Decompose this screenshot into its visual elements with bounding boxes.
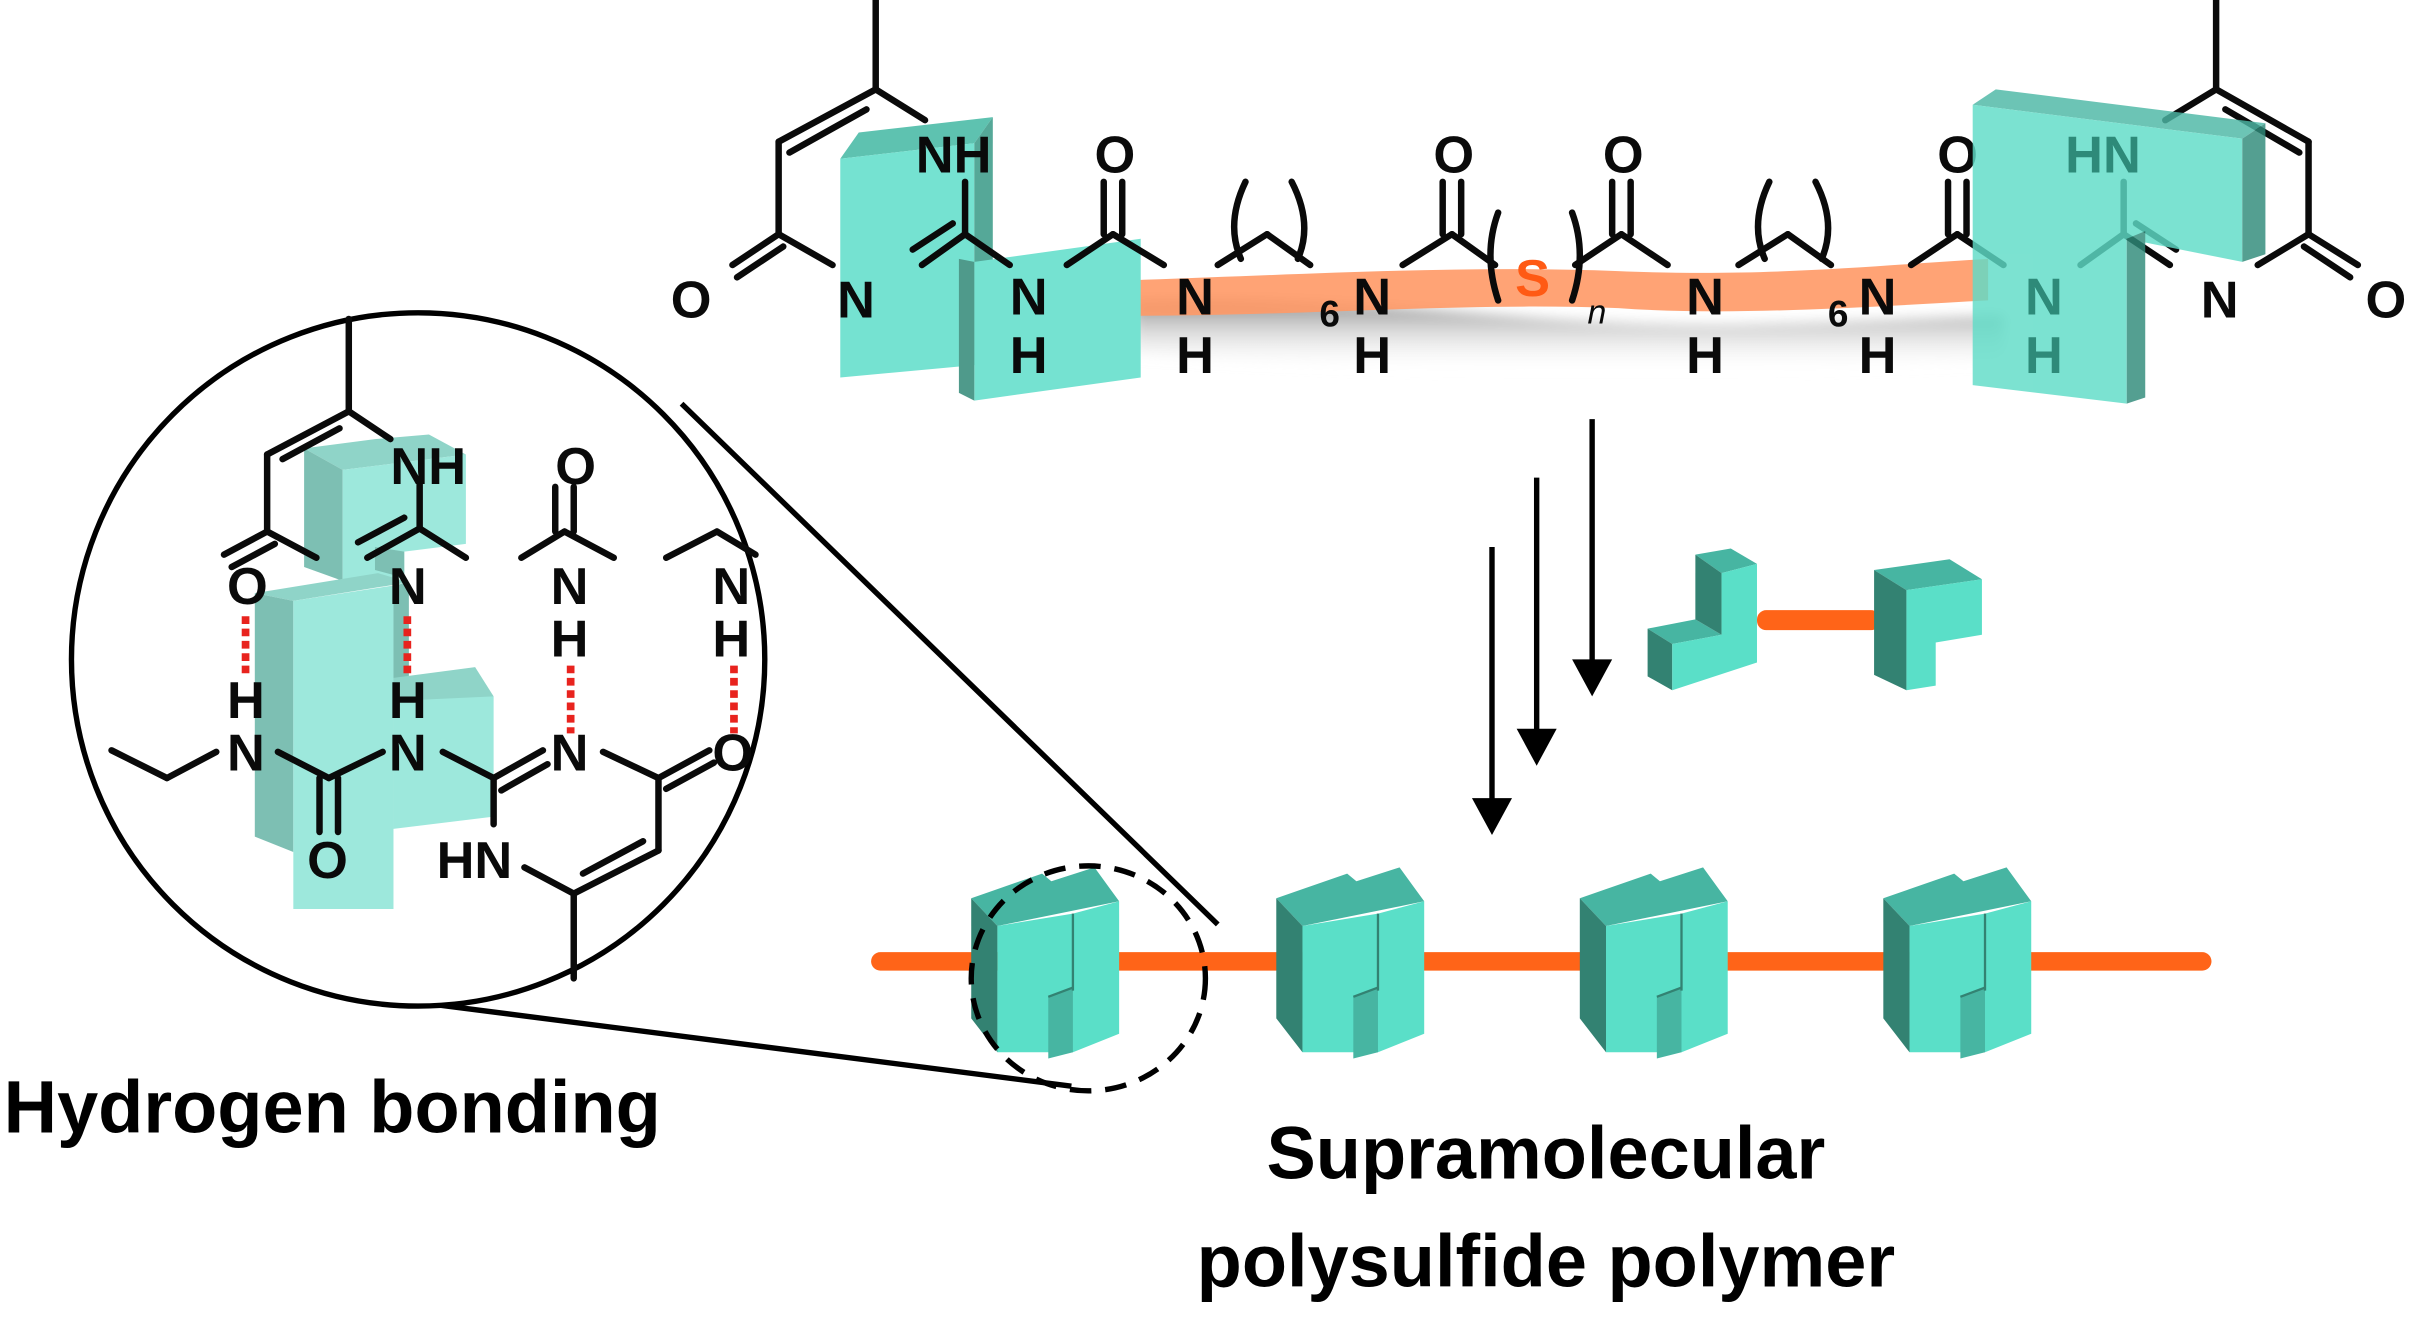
atom-n-4: N <box>1859 268 1897 326</box>
atom-n-1: N <box>1176 268 1214 326</box>
label-hydrogen-bonding: Hydrogen bonding <box>4 1065 661 1148</box>
block-face <box>1579 867 1728 926</box>
atom-o-urea-right: O <box>1937 127 1978 185</box>
atom-h-3: H <box>1686 327 1724 385</box>
atom-hn-ring-right: HN <box>2065 127 2141 185</box>
atom-o-left: O <box>671 271 712 329</box>
polysulfide-backbone <box>871 952 2212 971</box>
atom-h-1: H <box>1176 327 1214 385</box>
linker-shadow <box>1133 299 2004 373</box>
monomer-cartoon <box>1647 548 1982 691</box>
block-face <box>1353 987 1378 1059</box>
supramolecular-dimer-block <box>971 867 1120 1059</box>
block-face <box>1883 867 2032 926</box>
block-face <box>1985 901 2032 1053</box>
supramolecular-chain <box>871 863 2212 1094</box>
supramolecular-dimer-block <box>1579 867 1728 1059</box>
atom-n-3: N <box>1686 268 1724 326</box>
supramolecular-dimer-block <box>1883 867 2032 1059</box>
c-atom-o-bot-right: O <box>712 724 753 782</box>
zoom-line-upper <box>679 401 1220 927</box>
atom-n-urea-left: N <box>1010 268 1048 326</box>
c-atom-o-bot-urea: O <box>307 832 348 890</box>
supramolecular-dimer-block <box>1276 867 1425 1059</box>
linker-rod <box>1756 610 1881 631</box>
spacer-bonds <box>1214 178 2007 304</box>
atom-s-polysulfide: S <box>1515 250 1550 308</box>
c-atom-n-top-3: N <box>712 558 750 616</box>
hydrogen-bond-dashes <box>241 616 738 734</box>
block-face <box>1579 898 1606 1053</box>
subscript-6-right: 6 <box>1828 294 1849 335</box>
atom-n-2: N <box>1353 268 1391 326</box>
arrowhead-icon <box>1471 798 1513 836</box>
magnify-circle <box>68 310 768 1009</box>
block-face <box>1656 987 1682 1059</box>
c-atom-n-bot-1: N <box>227 724 265 782</box>
block-face <box>1276 898 1303 1053</box>
block-face <box>1072 901 1120 1053</box>
block-edge <box>1047 986 1074 998</box>
polysulfide-linker-band <box>1125 258 1989 316</box>
block-face <box>1048 987 1073 1059</box>
atom-o-amide-2: O <box>1603 127 1644 185</box>
atom-h-urea-right: H <box>2025 327 2063 385</box>
c-atom-n-bot-3: N <box>551 724 589 782</box>
block-face <box>1960 987 1986 1059</box>
upy-block-left <box>840 117 1141 401</box>
atom-h-2: H <box>1353 327 1391 385</box>
label-supramolecular: Supramolecular <box>1266 1112 1825 1195</box>
atom-nh-ring-left: NH <box>916 127 992 185</box>
magnify-region-dashed-circle <box>968 863 1209 1094</box>
block-face <box>971 867 1120 926</box>
upy-left-bonds <box>729 0 1168 281</box>
c-atom-hn-bot: HN <box>437 832 513 890</box>
c-atom-nh-top: NH <box>390 438 466 496</box>
atom-o-amide-1: O <box>1433 127 1474 185</box>
block-face <box>1377 901 1425 1053</box>
upy-block-right <box>1972 89 2266 404</box>
zoom-line-lower <box>434 1001 1072 1089</box>
assembly-arrows <box>1471 419 1613 836</box>
c-atom-h-top-3: H <box>712 610 750 668</box>
subscript-6-left: 6 <box>1319 294 1340 335</box>
atom-n-ring-left: N <box>837 271 875 329</box>
c-atom-h-top-2: H <box>551 610 589 668</box>
arrowhead-icon <box>1516 728 1557 766</box>
dimer-bonds <box>108 315 759 982</box>
atom-n-urea-right: N <box>2025 268 2063 326</box>
atom-o-urea-left: O <box>1094 127 1135 185</box>
atom-h-4: H <box>1859 327 1897 385</box>
atom-h-urea-left: H <box>1010 327 1048 385</box>
c-atom-n-top-2: N <box>551 558 589 616</box>
c-atom-h-bot-2: H <box>389 672 427 730</box>
c-atom-h-bot-1: H <box>227 672 265 730</box>
block-face <box>1681 901 1728 1053</box>
c-atom-o-top-left: O <box>227 558 268 616</box>
block-face <box>1276 867 1425 926</box>
block-edge <box>1352 986 1379 998</box>
arrowhead-icon <box>1572 659 1613 697</box>
c-atom-n-top-ring: N <box>389 558 427 616</box>
block-face <box>1883 898 1910 1053</box>
block-edge <box>1959 986 1986 998</box>
block-edge <box>1656 986 1682 998</box>
magnified-view: NH O O N N H N H H N H N N O O HN <box>68 310 1220 1089</box>
c-atom-n-bot-2: N <box>389 724 427 782</box>
telechelic-monomer: O N NH N H O <box>671 0 2407 404</box>
label-polysulfide-polymer: polysulfide polymer <box>1197 1219 1895 1302</box>
c-atom-o-top-urea: O <box>555 438 596 496</box>
atom-o-right: O <box>2366 271 2407 329</box>
subscript-n: n <box>1588 294 1607 332</box>
atom-n-ring-right: N <box>2201 271 2239 329</box>
